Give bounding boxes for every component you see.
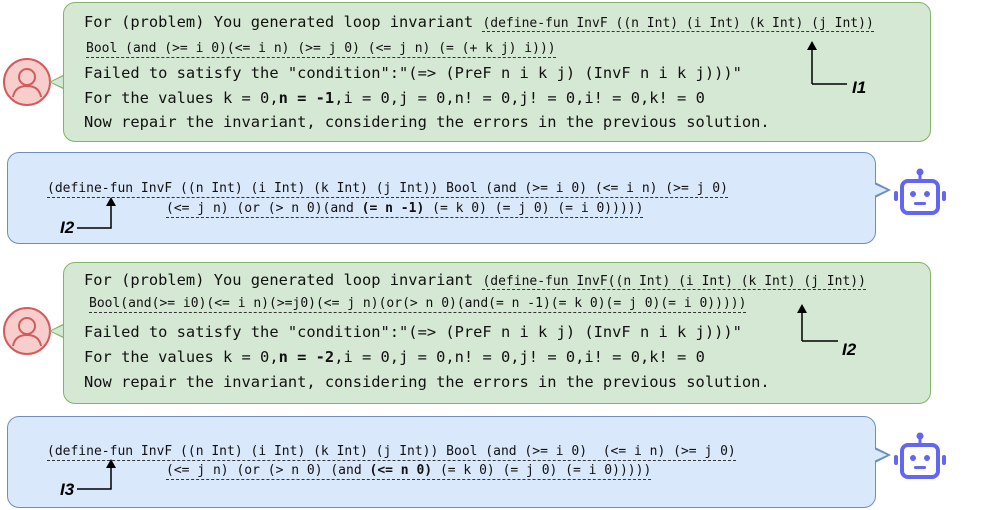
prompt-line-1b: For (problem) You generated loop invaria… xyxy=(84,271,866,290)
label-I3: I3 xyxy=(60,480,75,499)
failure-line-b: Failed to satisfy the "condition":"(=> (… xyxy=(84,323,742,341)
repair-instruction: Now repair the invariant, considering th… xyxy=(84,113,770,131)
user-message-2 xyxy=(63,262,931,404)
prompt-line-1: For (problem) You generated loop invaria… xyxy=(84,13,874,32)
user-avatar-icon-2 xyxy=(2,306,52,356)
label-I2-first: I2 xyxy=(60,218,75,237)
robot-icon-2 xyxy=(890,428,950,488)
label-I2-second: I2 xyxy=(842,340,857,359)
label-I1: I1 xyxy=(852,78,867,97)
answer-line-1b: (define-fun InvF ((n Int) (i Int) (k Int… xyxy=(47,444,736,461)
answer-line-1: (define-fun InvF ((n Int) (i Int) (k Int… xyxy=(47,181,728,198)
user-message-1 xyxy=(63,2,931,142)
values-line-b: For the values k = 0,n = -2,i = 0,j = 0,… xyxy=(84,348,705,366)
arrow-I2-second xyxy=(797,304,838,342)
arrow-I3 xyxy=(77,459,116,490)
answer-line-2: (<= j n) (or (> n 0)(and (= n -1) (= k 0… xyxy=(166,201,644,218)
bot-message-2 xyxy=(7,416,876,508)
bot-message-1 xyxy=(7,152,876,244)
arrow-I2-first xyxy=(77,197,116,229)
repair-instruction-b: Now repair the invariant, considering th… xyxy=(84,373,770,391)
prompt-code-line-2: Bool (and (>= i 0)(<= i n) (>= j 0) (<= … xyxy=(86,41,556,58)
arrow-I1 xyxy=(807,41,847,85)
prompt-code-line-2b: Bool(and(>= i0)(<= i n)(>=j0)(<= j n)(or… xyxy=(89,296,747,313)
answer-line-2b: (<= j n) (or (> n 0) (and (<= n 0) (= k … xyxy=(166,463,652,480)
failure-line: Failed to satisfy the "condition":"(=> (… xyxy=(84,64,742,82)
user-avatar-icon-1 xyxy=(2,57,52,107)
robot-icon-1 xyxy=(890,164,950,224)
values-line: For the values k = 0,n = -1,i = 0,j = 0,… xyxy=(84,89,705,107)
